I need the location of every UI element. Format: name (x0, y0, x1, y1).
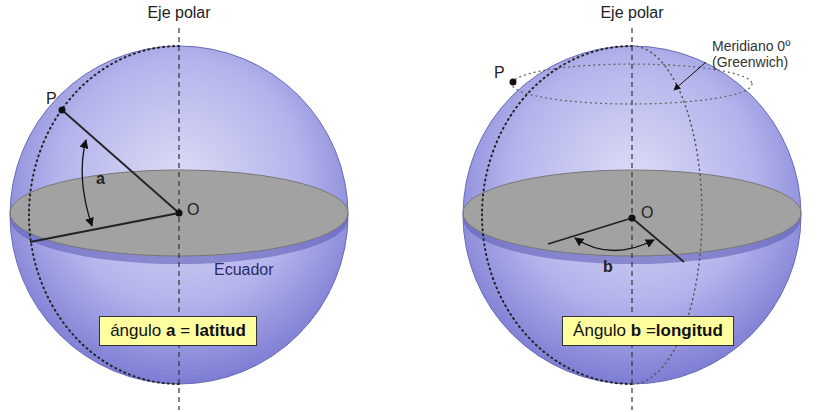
center-label: O (641, 204, 653, 222)
angle-label: a (96, 170, 105, 188)
caption-text: Ángulo b =longitud (573, 321, 723, 341)
sphere-longitude (463, 28, 801, 410)
axis-label: Eje polar (147, 4, 210, 22)
caption-text: ángulo a = latitud (110, 321, 246, 341)
center-label: O (187, 201, 199, 219)
longitude-box: Ángulo b =longitud (562, 316, 734, 346)
equator-label: Ecuador (214, 261, 274, 279)
point-label: P (494, 64, 505, 82)
point-label: P (46, 90, 57, 108)
sphere-latitude (10, 28, 348, 410)
latitude-box: ángulo a = latitud (99, 316, 257, 346)
axis-label: Eje polar (600, 4, 663, 22)
meridian-label: Meridiano 0º (Greenwich) (712, 38, 832, 70)
angle-label: b (603, 258, 613, 276)
